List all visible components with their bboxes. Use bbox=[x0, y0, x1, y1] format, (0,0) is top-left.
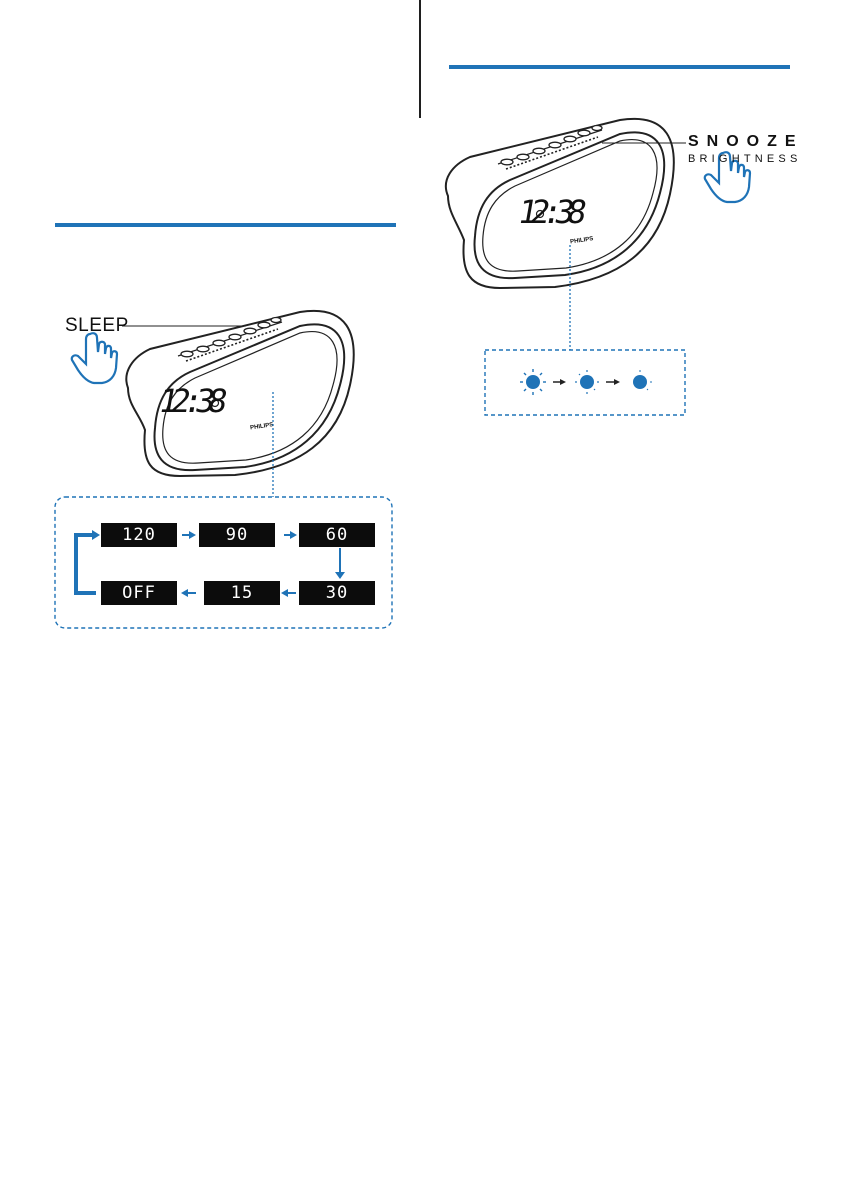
alarm-icon bbox=[535, 209, 545, 219]
clock-radio-sleep: 12:38 PHILIPS bbox=[122, 309, 355, 478]
sleep-cell-15: 15 bbox=[204, 581, 280, 605]
brightness-medium-icon bbox=[575, 370, 599, 394]
clock-radio-snooze: 12:38 PHILIPS bbox=[444, 117, 686, 290]
sleep-cell-30: 30 bbox=[299, 581, 375, 605]
brightness-sequence-box bbox=[484, 349, 686, 416]
section-rule-right bbox=[449, 65, 790, 69]
sleep-cell-120: 120 bbox=[101, 523, 177, 547]
sleep-cell-off: OFF bbox=[101, 581, 177, 605]
display-time-right: 12:38 bbox=[515, 193, 590, 231]
brand-logo-left: PHILIPS bbox=[250, 422, 274, 431]
brightness-low-icon bbox=[633, 370, 652, 391]
sleep-cell-60: 60 bbox=[299, 523, 375, 547]
display-time-left: 12:38 bbox=[156, 382, 231, 420]
column-divider bbox=[419, 0, 421, 118]
brightness-label: BRIGHTNESS bbox=[688, 153, 802, 165]
hand-pointer-icon bbox=[70, 332, 119, 385]
brightness-high-icon bbox=[520, 369, 546, 395]
alarm-icon bbox=[210, 398, 220, 408]
sleep-label: SLEEP bbox=[65, 315, 129, 336]
hand-pointer-icon bbox=[703, 151, 752, 204]
sleep-sequence-box bbox=[54, 496, 393, 629]
sleep-cell-90: 90 bbox=[199, 523, 275, 547]
brand-logo-right: PHILIPS bbox=[570, 236, 594, 245]
snooze-label: SNOOZE bbox=[688, 133, 804, 150]
section-rule-left bbox=[55, 223, 396, 227]
